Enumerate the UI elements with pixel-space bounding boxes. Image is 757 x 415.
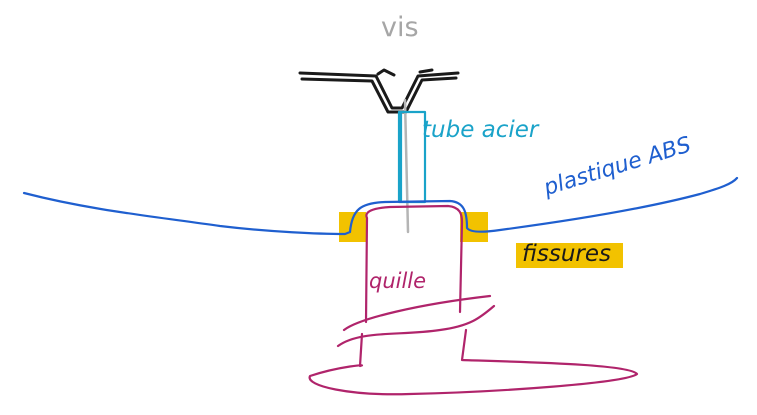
keel-outline [308, 204, 639, 396]
keel-icon [308, 204, 639, 396]
screw-icon [298, 68, 460, 234]
keel-label: quille [369, 269, 427, 293]
tube-label: tube acier [422, 117, 539, 143]
screw-label: vis [381, 12, 419, 43]
crack-right-highlight [460, 212, 488, 242]
cracks-label: fissures [516, 243, 623, 268]
abs-sheet-line [22, 176, 739, 236]
screw-head [298, 68, 460, 114]
screw-shaft [403, 98, 410, 234]
